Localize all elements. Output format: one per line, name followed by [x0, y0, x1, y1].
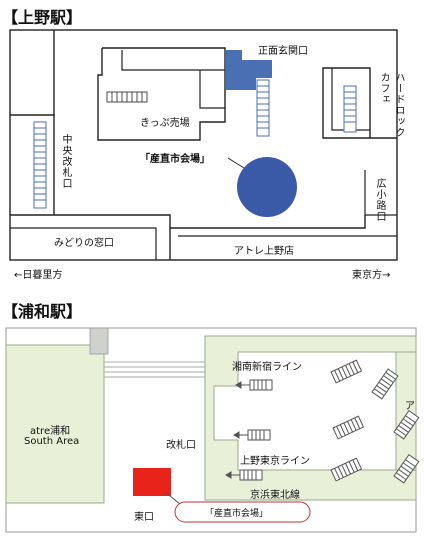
- ueno-atre-block: [170, 215, 366, 229]
- ueno-right-building: [322, 67, 371, 139]
- ueno-left-direction: ←日暮里方: [14, 270, 63, 281]
- ueno-central-gate-label: 中央改札口: [60, 134, 71, 189]
- urawa-venue-bubble: [174, 501, 311, 523]
- ueno-venue-label: 「産直市会場」: [140, 154, 210, 165]
- urawa-keihin-label: 京浜東北線: [250, 490, 300, 501]
- urawa-escalators: [330, 359, 420, 484]
- urawa-bridge-lines: [104, 361, 205, 378]
- urawa-atre-block: [5, 344, 105, 504]
- urawa-stairs: [239, 379, 273, 481]
- ueno-central-stairs: [33, 121, 47, 209]
- ueno-midori-label: みどりの窓口: [54, 238, 114, 249]
- ueno-atre-label: アトレ上野店: [234, 246, 294, 257]
- urawa-direction-arrows: [225, 381, 250, 479]
- ueno-map: [9, 29, 398, 261]
- urawa-title: 【浦和駅】: [2, 302, 83, 321]
- ueno-right-direction: 東京方→: [352, 270, 391, 281]
- urawa-east-exit-label: 東口: [134, 512, 154, 523]
- urawa-shonan-label: 湘南新宿ライン: [232, 362, 302, 373]
- urawa-ueno-tokyo-label: 上野東京ライン: [240, 456, 310, 467]
- ueno-venue-leader: [227, 157, 245, 169]
- urawa-edge-label: ア: [405, 401, 415, 412]
- ueno-hard-rock-label: ハードロックカフェ: [378, 72, 404, 138]
- ueno-right-stairs: [343, 85, 357, 133]
- urawa-atre-label-2: South Area: [24, 436, 80, 447]
- ueno-midori-block: [10, 214, 171, 260]
- urawa-venue-marker: [133, 468, 171, 496]
- ueno-outer-frame: [9, 29, 398, 261]
- urawa-gate-label: 改札口: [166, 440, 196, 451]
- urawa-atre-label-1: atre浦和: [30, 426, 71, 437]
- ueno-main-gate-label: 正面玄関口: [258, 46, 308, 57]
- ueno-main-gate-stairs: [256, 79, 270, 137]
- urawa-venue-label: 「産直市会場」: [205, 509, 269, 519]
- ueno-ticket-stairs: [106, 91, 148, 103]
- ueno-hirokoji-label: 広小路口: [374, 178, 385, 222]
- ueno-ticket-complex: [97, 47, 226, 141]
- ueno-venue-marker: [237, 157, 297, 217]
- ueno-ticket-label: きっぷ売場: [140, 118, 190, 129]
- ueno-title: 【上野駅】: [2, 8, 83, 27]
- ueno-main-gate-structure: [226, 50, 272, 90]
